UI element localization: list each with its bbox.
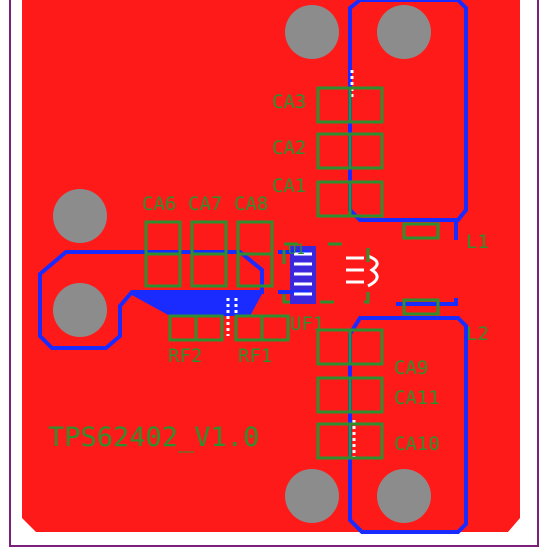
label-ca11: CA11 — [394, 387, 440, 409]
label-u1: U1 — [288, 242, 305, 258]
trace-l2 — [396, 298, 458, 306]
ic-u1-footprint — [290, 246, 379, 304]
silkscreen-labels: CA3 CA2 CA1 CA6 CA7 CA8 L1 L2 U1 UF1 RF2… — [48, 91, 489, 455]
label-ca2: CA2 — [272, 137, 306, 159]
label-ca9: CA9 — [394, 357, 428, 379]
label-ca7: CA7 — [188, 193, 222, 215]
label-uf1: UF1 — [290, 313, 324, 335]
silkscreen-outlines — [144, 86, 440, 460]
footprint-l1 — [402, 222, 440, 240]
label-l1: L1 — [466, 231, 489, 253]
board-title: TPS62402_V1.0 — [48, 422, 259, 453]
label-l2: L2 — [466, 323, 489, 345]
label-rf1: RF1 — [238, 345, 272, 367]
footprint-l2 — [402, 298, 440, 316]
trace-l1 — [396, 218, 458, 240]
copper-region-left — [38, 250, 264, 350]
mounting-hole — [377, 469, 431, 523]
mounting-holes — [53, 5, 431, 523]
footprint-u1 — [282, 242, 370, 304]
mounting-hole — [285, 469, 339, 523]
label-ca3: CA3 — [272, 91, 306, 113]
mounting-hole — [285, 5, 339, 59]
label-ca1: CA1 — [272, 175, 306, 197]
ic-u1-pins — [294, 252, 364, 296]
label-ca6: CA6 — [142, 193, 176, 215]
label-rf2: RF2 — [168, 345, 202, 367]
mounting-hole — [377, 5, 431, 59]
label-ca10: CA10 — [394, 433, 440, 455]
label-ca8: CA8 — [234, 193, 268, 215]
mounting-hole — [53, 189, 107, 243]
ic-u1-pin-curve — [367, 254, 379, 288]
mounting-hole — [53, 283, 107, 337]
